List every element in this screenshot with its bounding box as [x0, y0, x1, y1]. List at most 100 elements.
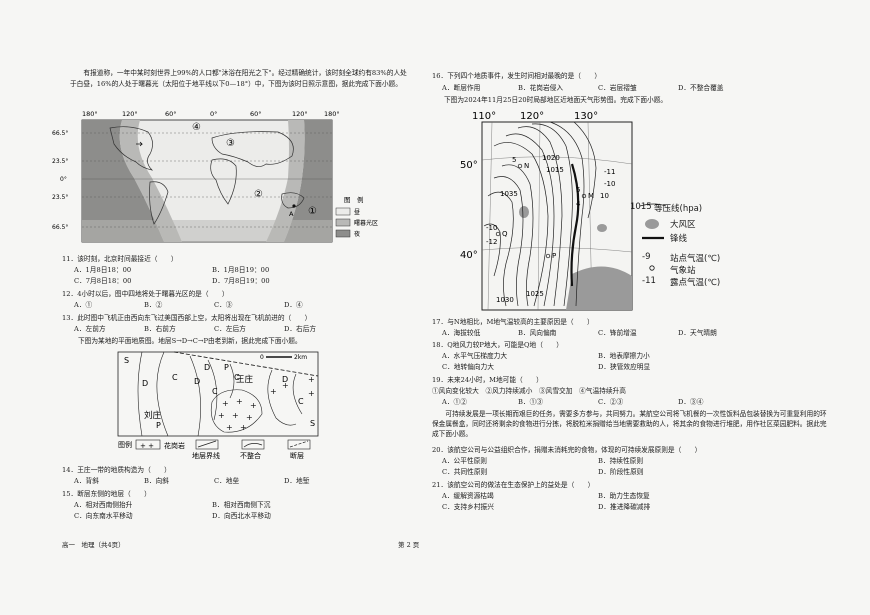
option[interactable]: B．向斜 — [144, 477, 169, 485]
sunlight-map-svg: 180° 120° 60° 0° 60° 120° 180° 66.5° 23.… — [52, 110, 378, 243]
lat-label: 23.5° — [52, 194, 68, 201]
option[interactable]: A．海拔较低 — [442, 329, 481, 337]
marker-1: ① — [308, 206, 317, 217]
legend-temp-sample: -9 — [642, 252, 651, 262]
option[interactable]: C．②③ — [598, 398, 624, 406]
marker-2: ② — [254, 189, 263, 200]
lon-label: 120° — [122, 110, 138, 118]
option[interactable]: A．断层作用 — [442, 84, 481, 92]
question-12-options: A．① B．② C．③ D．④ — [74, 301, 404, 311]
point-a-label: A — [289, 210, 294, 218]
legend-dewpoint: 露点气温(℃) — [670, 278, 721, 288]
geologic-map-svg: 0 2km +++ +++ +++ +++ S S D — [117, 351, 319, 460]
option[interactable]: C．锋前增温 — [598, 329, 637, 337]
option[interactable]: C．地转偏向力大 — [442, 363, 494, 371]
option[interactable]: C．向东南水平移动 — [74, 512, 133, 520]
legend-twilight: 曙暮光区 — [354, 219, 378, 227]
question-13: 13．此时图中飞机正由西向东飞过美国西部上空，太阳将出现在飞机前进的（ ） — [62, 314, 312, 322]
option[interactable]: C．左后方 — [214, 325, 246, 333]
option[interactable]: D．地堑 — [284, 477, 310, 485]
option[interactable]: A．缓解资源枯竭 — [442, 492, 494, 500]
marker-4: ④ — [192, 122, 201, 133]
question-15: 15．断层东侧的地层（ ） — [62, 490, 151, 498]
option[interactable]: A．背斜 — [74, 477, 99, 485]
option[interactable]: A．①② — [442, 398, 467, 406]
stratum-d: D — [194, 377, 200, 386]
lon-label: 120° — [520, 111, 544, 122]
option[interactable]: D．狭管效应明显 — [598, 363, 651, 371]
svg-text:+: + — [250, 401, 257, 410]
option[interactable]: D．右后方 — [284, 325, 317, 333]
option[interactable]: D．天气晴朗 — [678, 329, 717, 337]
svg-text:+: + — [308, 389, 315, 398]
option[interactable]: B．花岗岩侵入 — [518, 84, 564, 92]
stratum-c: C — [234, 373, 240, 382]
option[interactable]: C．地垒 — [214, 477, 240, 485]
station-temp: -11 — [604, 168, 615, 176]
stratum-c: C — [212, 387, 218, 396]
option[interactable]: D．阶段性原则 — [598, 468, 644, 476]
footer-subject: 高一 地理（共4页） — [62, 541, 125, 549]
stratum-d: D — [204, 363, 210, 372]
option[interactable]: B．右前方 — [144, 325, 176, 333]
legend-isobar: 等压线(hpa) — [654, 204, 703, 214]
svg-text:+: + — [270, 387, 277, 396]
gale-area-small — [519, 206, 529, 218]
north-america-outline — [109, 126, 154, 171]
option[interactable]: A．公平性原则 — [442, 457, 487, 465]
svg-text:+ +: + + — [140, 442, 154, 450]
question-11-options: A．1月8日18：00 B．1月8日19：00 C．7月8日18：00 D．7月… — [74, 266, 404, 286]
geologic-map: 0 2km +++ +++ +++ +++ S S D — [112, 348, 392, 464]
granite-body — [210, 389, 263, 433]
station-dew: 4 — [576, 200, 581, 208]
geomap-frame — [117, 351, 319, 437]
option[interactable]: C．7月8日18：00 — [74, 277, 132, 285]
legend-swatch-night — [335, 229, 351, 238]
option[interactable]: D．不整合覆盖 — [678, 84, 724, 92]
gale-area-small — [597, 224, 607, 232]
option[interactable]: C．支持乡村振兴 — [442, 503, 494, 511]
lon-label: 110° — [472, 111, 496, 122]
option[interactable]: D．④ — [284, 301, 303, 309]
intro-paragraph-2: 下图为某地的平面地质图。地层S→D→C→P由老到新，据此完成下面小题。 — [78, 337, 302, 345]
option[interactable]: D．③④ — [678, 398, 704, 406]
option[interactable]: B．风向偏南 — [518, 329, 557, 337]
scale-label: 2km — [294, 354, 307, 361]
legend-swatch-twilight — [335, 218, 351, 227]
twilight-south — [82, 220, 332, 242]
option[interactable]: D．7月8日19：00 — [212, 277, 270, 285]
stratum-d: D — [282, 375, 288, 384]
station-dew: -10 — [604, 180, 615, 188]
option[interactable]: D．向西北水平移动 — [212, 512, 271, 520]
option[interactable]: B．相对西南侧下沉 — [212, 501, 271, 509]
option[interactable]: A．1月8日18：00 — [74, 266, 132, 274]
option[interactable]: C．岩层褶皱 — [598, 84, 637, 92]
option[interactable]: C．③ — [214, 301, 233, 309]
night-region-east — [284, 120, 332, 242]
legend-title: 图 例 — [344, 195, 364, 204]
option[interactable]: B．1月8日19：00 — [212, 266, 270, 274]
option[interactable]: B．地表摩擦力小 — [598, 352, 650, 360]
granite-pattern: +++ +++ +++ +++ — [218, 375, 315, 432]
scale-zero: 0 — [260, 354, 264, 361]
option[interactable]: A．① — [74, 301, 93, 309]
twilight-band-west — [119, 120, 182, 242]
station-m — [581, 193, 587, 199]
question-13-options: A．左前方 B．右前方 C．左后方 D．右后方 — [74, 325, 404, 335]
option[interactable]: B．①③ — [518, 398, 543, 406]
australia-outline — [281, 192, 305, 209]
option[interactable]: B．助力生态恢复 — [598, 492, 650, 500]
legend-night: 夜 — [354, 230, 360, 238]
option[interactable]: B．② — [144, 301, 163, 309]
option[interactable]: D．推进降碳减排 — [598, 503, 651, 511]
option[interactable]: B．持续性原则 — [598, 457, 644, 465]
option[interactable]: A．水平气压梯度力大 — [442, 352, 508, 360]
legend-gale: 大风区 — [670, 220, 696, 230]
legend-station-temp: 站点气温(℃) — [670, 254, 721, 264]
question-17-options: A．海拔较低 B．风向偏南 C．锋前增温 D．天气晴朗 — [442, 329, 832, 339]
option[interactable]: A．相对西南侧抬升 — [74, 501, 133, 509]
option[interactable]: A．左前方 — [74, 325, 106, 333]
svg-text:+: + — [218, 411, 225, 420]
option[interactable]: C．共同性原则 — [442, 468, 488, 476]
lon-label: 0° — [210, 110, 217, 118]
